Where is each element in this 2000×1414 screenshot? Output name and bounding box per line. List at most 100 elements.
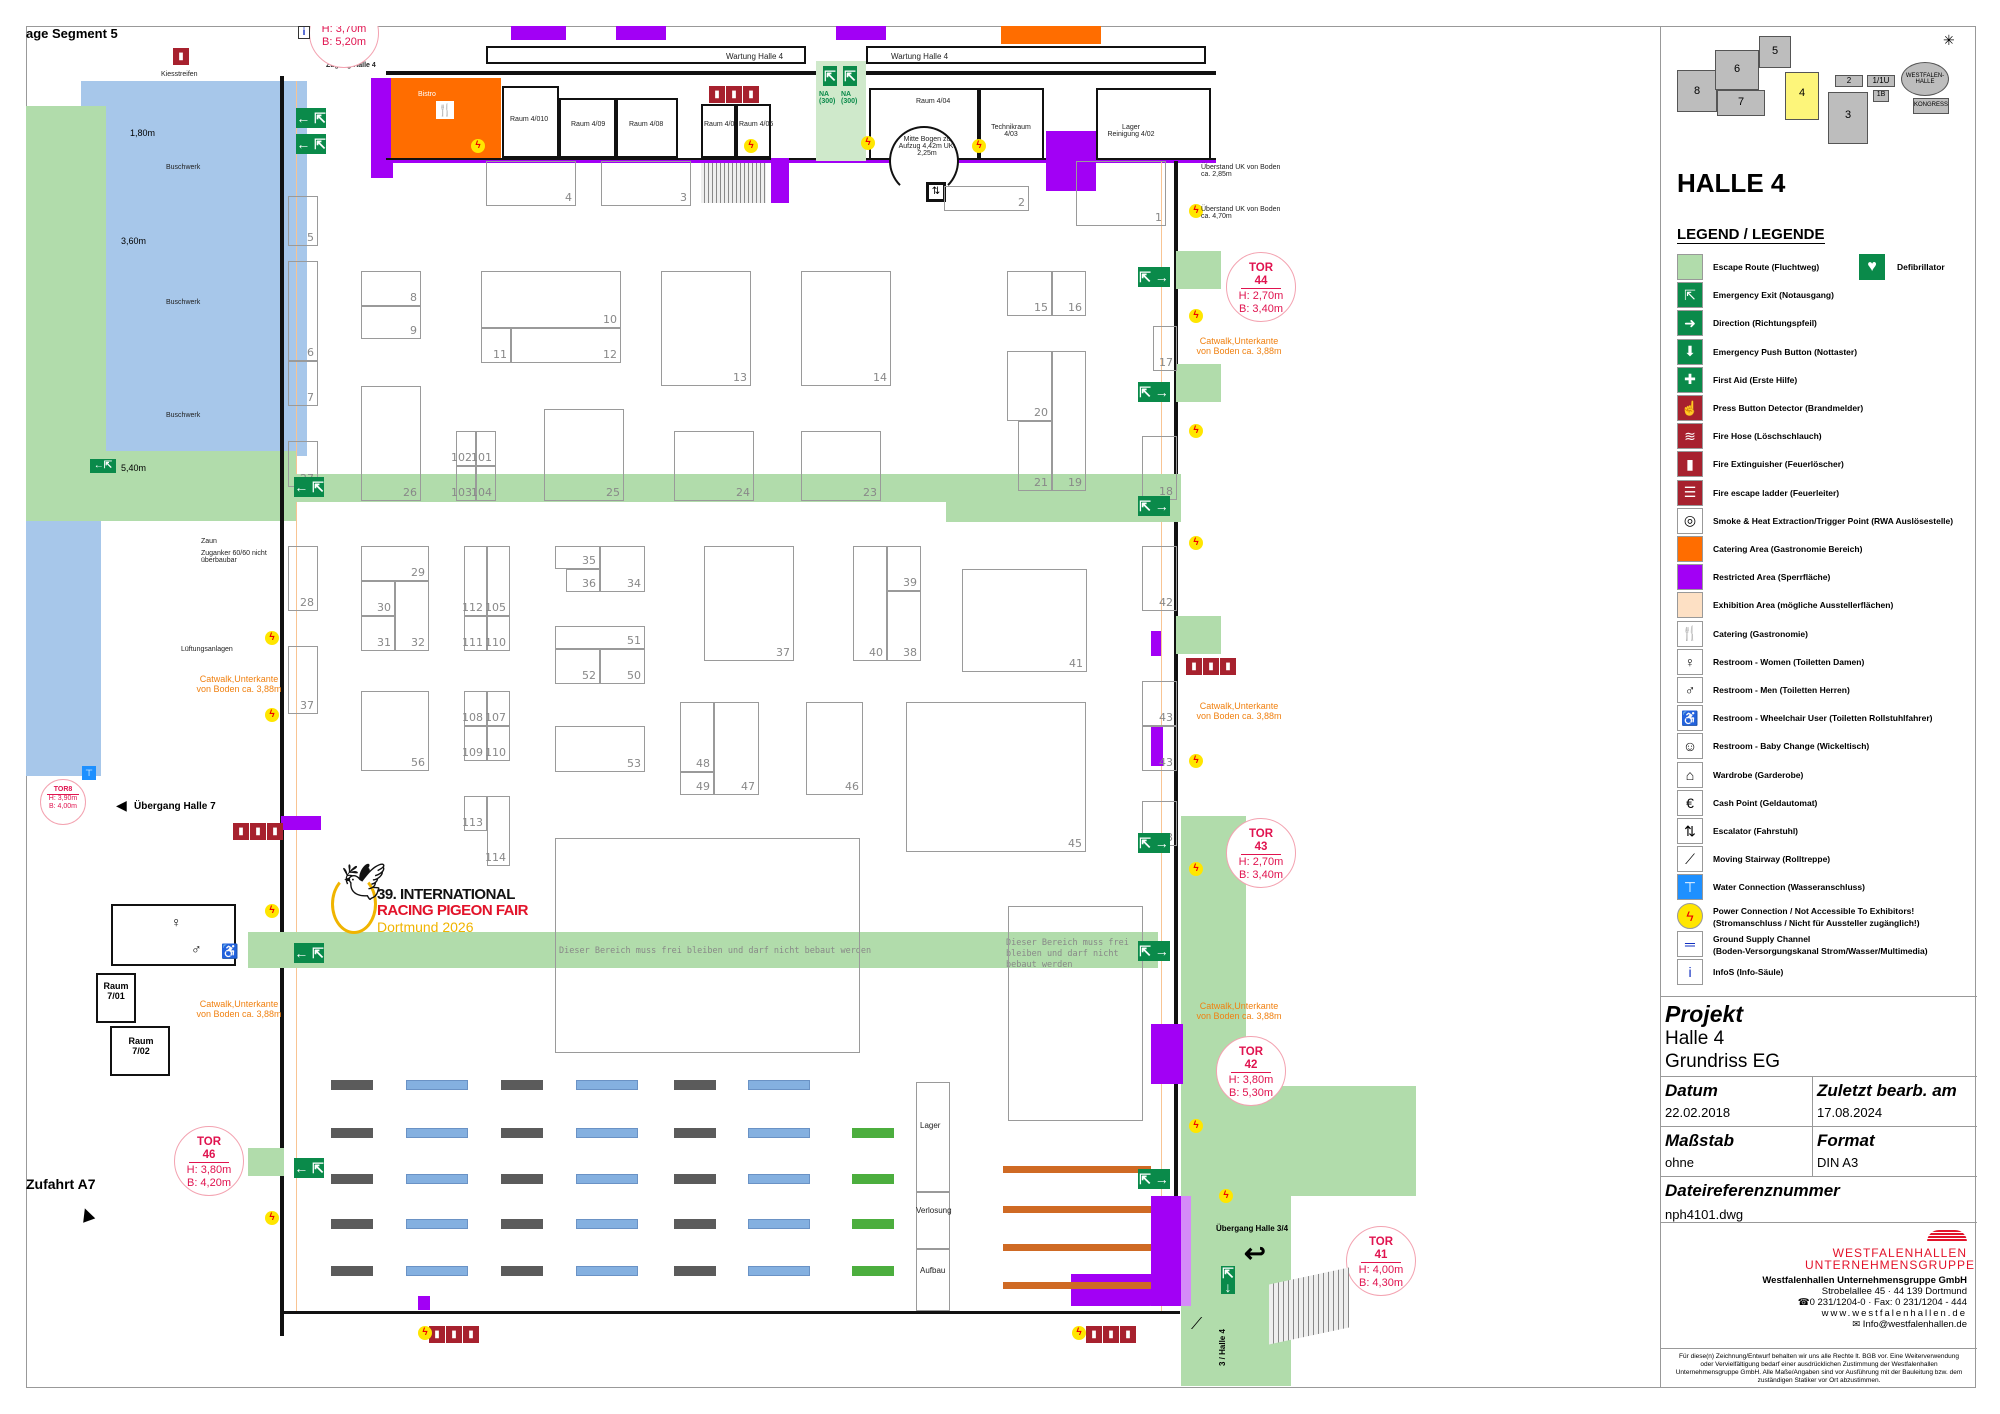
booth-111[interactable]: 109: [462, 726, 487, 761]
fire-hose-icon: ▮: [446, 1326, 462, 1343]
booth-31[interactable]: 31: [361, 616, 395, 651]
booth-4[interactable]: 4: [486, 161, 576, 206]
booth-open-center: [555, 838, 860, 1053]
legend-label: Restroom - Women (Toiletten Damen): [1713, 656, 1865, 667]
booth-107[interactable]: 111: [462, 616, 487, 651]
booth-37b[interactable]: 37: [288, 646, 318, 714]
direction-arrow-icon: ⇱ →: [1138, 382, 1170, 402]
booth-112[interactable]: 110: [485, 726, 510, 761]
booth-16[interactable]: 16: [1052, 271, 1086, 316]
escape-door-42: [1176, 616, 1221, 654]
booth-18[interactable]: 18: [1142, 436, 1177, 500]
company-logo-icon: [1927, 1230, 1967, 1242]
title-sidebar: 8 6 5 7 4 3 2 1/1U 1B WESTFALEN-HALLE KO…: [1660, 26, 1977, 1388]
booth-21[interactable]: 21: [1018, 421, 1052, 491]
defibrillator-item: ♥ Defibrillator: [1859, 254, 1945, 280]
booth-51[interactable]: 51: [555, 626, 645, 649]
booth-38[interactable]: 38: [887, 591, 921, 661]
booth-104[interactable]: 104: [471, 466, 496, 501]
info-column-icon: i: [1677, 959, 1703, 985]
wartung-label: Wartung Halle 4: [726, 52, 784, 61]
room-label: Lager Reinigung 4/02: [1107, 124, 1155, 138]
booth-1[interactable]: 1: [1076, 161, 1166, 226]
room-label: Raum 4/04: [916, 98, 951, 105]
booth-102[interactable]: 102: [451, 431, 476, 466]
booth-109[interactable]: 107: [485, 691, 510, 726]
room-4-010: [502, 86, 559, 158]
booth-35[interactable]: 35: [555, 546, 600, 569]
booth-101[interactable]: 101: [471, 431, 496, 466]
booth-29[interactable]: 29: [361, 546, 429, 581]
legend-label: Emergency Push Button (Nottaster): [1713, 346, 1858, 357]
booth-32[interactable]: 32: [395, 581, 429, 651]
booth-2[interactable]: 2: [944, 186, 1029, 211]
booth-19[interactable]: 19: [1052, 351, 1086, 491]
booth-46[interactable]: 46: [806, 702, 863, 795]
booth-7[interactable]: 7: [288, 361, 318, 406]
booth-52[interactable]: 52: [555, 649, 600, 684]
booth-43b[interactable]: 43: [1142, 726, 1177, 771]
booth-103[interactable]: 103: [451, 466, 476, 501]
booth-13[interactable]: 13: [661, 271, 751, 386]
booth-40[interactable]: 40: [853, 546, 887, 661]
booth-34[interactable]: 34: [600, 546, 645, 592]
booth-15[interactable]: 15: [1007, 271, 1052, 316]
booth-25[interactable]: 25: [544, 409, 624, 501]
booth-11[interactable]: 11: [481, 328, 511, 363]
booth-8[interactable]: 8: [361, 271, 421, 306]
booth-6[interactable]: 6: [288, 261, 318, 361]
booth-45[interactable]: 45: [906, 702, 1086, 852]
booth-23[interactable]: 23: [801, 431, 881, 501]
table: [748, 1128, 810, 1138]
hall-1-1u: 1/1U: [1867, 75, 1895, 87]
booth-39[interactable]: 39: [887, 546, 921, 591]
booth-50[interactable]: 50: [600, 649, 645, 684]
booth-47[interactable]: 47: [714, 702, 759, 795]
booth-24[interactable]: 24: [674, 431, 754, 501]
escape-route-west-diag: [81, 106, 106, 466]
booth-28[interactable]: 28: [288, 546, 318, 611]
scale-label: Maßstab: [1665, 1131, 1734, 1150]
hall-1b: 1B: [1873, 90, 1889, 102]
hall-5: 5: [1759, 36, 1791, 68]
booth-37[interactable]: 37: [704, 546, 794, 661]
booth-30[interactable]: 30: [361, 581, 395, 616]
restricted-top-2: [616, 26, 666, 40]
booth-114[interactable]: 114: [485, 796, 510, 866]
booth-42[interactable]: 42: [1142, 546, 1177, 611]
company-email[interactable]: ✉ Info@westfalenhallen.de: [1852, 1319, 1967, 1330]
lueftung-label: Lüftungsanlagen: [181, 646, 233, 653]
booth-3[interactable]: 3: [601, 161, 691, 206]
booth-20[interactable]: 20: [1007, 351, 1052, 421]
booth-14[interactable]: 14: [801, 271, 891, 386]
power-connection-icon: ϟ: [1189, 862, 1203, 876]
booth-53[interactable]: 53: [555, 726, 645, 772]
fire-hose-icon: ≋: [1677, 423, 1703, 450]
legend-item: ⊤Water Connection (Wasseranschluss): [1677, 874, 1865, 901]
booth-56[interactable]: 56: [361, 691, 429, 771]
booth-49[interactable]: 49: [680, 772, 714, 795]
booth-106[interactable]: 110: [485, 616, 510, 651]
defibrillator-label: Defibrillator: [1897, 262, 1945, 272]
legend-item: ☝Press Button Detector (Brandmelder): [1677, 395, 1863, 421]
booth-48[interactable]: 48: [680, 702, 714, 772]
booth-43[interactable]: 43: [1142, 681, 1177, 726]
power-connection-icon: ϟ: [418, 1326, 432, 1340]
restricted-west-1: [281, 816, 321, 830]
booth-41[interactable]: 41: [962, 569, 1087, 672]
booth-10[interactable]: 10: [481, 271, 621, 328]
booth-12[interactable]: 12: [511, 328, 621, 363]
title-block-disclaimer: Für diese(n) Zeichnung/Entwurf behalten …: [1661, 1348, 1977, 1388]
booth-105[interactable]: 105: [485, 546, 510, 616]
page-title: HALLE 4: [1677, 168, 1786, 198]
booth-26[interactable]: 26: [361, 386, 421, 501]
booth-9[interactable]: 9: [361, 306, 421, 339]
booth-5[interactable]: 5: [288, 196, 318, 246]
booth-110[interactable]: 108: [462, 691, 487, 726]
room-4-07: [701, 104, 736, 158]
booth-108[interactable]: 112: [462, 546, 487, 616]
company-web[interactable]: www.westfalenhallen.de: [1821, 1308, 1967, 1319]
booth-113[interactable]: 113: [462, 796, 487, 831]
booth-17[interactable]: 17: [1153, 326, 1177, 371]
booth-36[interactable]: 36: [566, 569, 600, 592]
